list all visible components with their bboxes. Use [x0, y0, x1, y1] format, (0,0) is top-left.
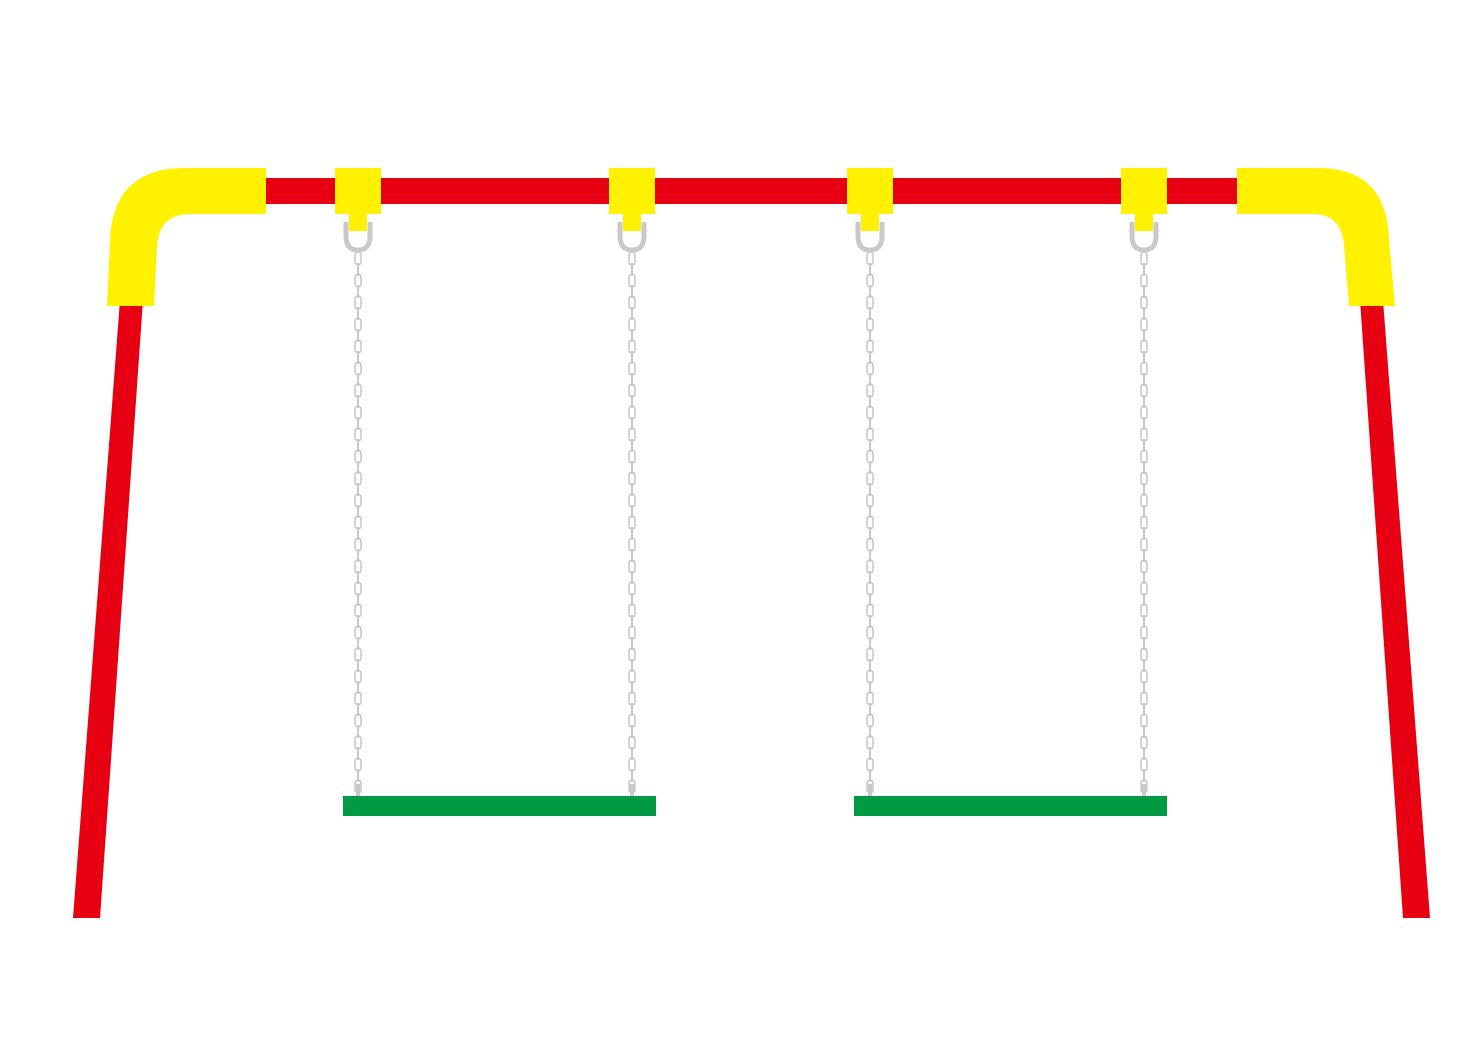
- chain: [866, 251, 874, 804]
- shackle-icon: [1129, 222, 1159, 253]
- chain-end: [1142, 784, 1146, 798]
- chain-end: [630, 784, 634, 798]
- swing-seat: [343, 796, 656, 816]
- chain: [354, 251, 362, 804]
- clamp-block: [847, 168, 893, 214]
- chain: [1140, 251, 1148, 804]
- right-leg: [1360, 300, 1430, 918]
- left-leg: [73, 300, 143, 918]
- shackle-icon: [855, 222, 885, 253]
- top-beam: [240, 178, 1250, 204]
- chain-end: [356, 784, 360, 798]
- clamp-block: [1121, 168, 1167, 214]
- shackle-icon: [343, 222, 373, 253]
- hanger-clamp: [609, 168, 655, 253]
- clamp-block: [609, 168, 655, 214]
- right-corner-joint: [1237, 168, 1395, 306]
- hanger-clamp: [1121, 168, 1167, 253]
- clamp-tab: [861, 212, 879, 231]
- clamp-tab: [1135, 212, 1153, 231]
- clamp-block: [335, 168, 381, 214]
- clamp-tab: [623, 212, 641, 231]
- left-corner-joint: [107, 168, 266, 306]
- hanger-clamp: [335, 168, 381, 253]
- chain-end: [868, 784, 872, 798]
- swing-seat: [854, 796, 1167, 816]
- chain: [628, 251, 636, 804]
- shackle-icon: [617, 222, 647, 253]
- hanger-clamp: [847, 168, 893, 253]
- clamp-tab: [349, 212, 367, 231]
